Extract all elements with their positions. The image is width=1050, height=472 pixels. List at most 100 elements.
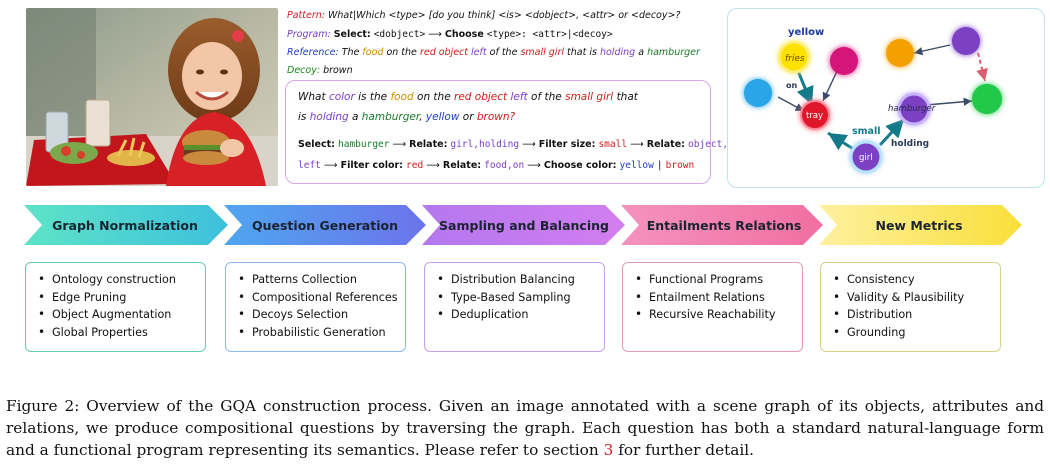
program-label: Program: <box>287 29 331 40</box>
stage-label-new-metrics: New Metrics <box>875 218 963 233</box>
list-item: Ontology construction <box>38 271 199 289</box>
step-brown: brown <box>665 160 695 171</box>
pattern-text: What|Which <type> [do you think] <is> <d… <box>328 10 681 21</box>
question-holding: holding <box>309 111 349 123</box>
step-girl-holding: girl,holding <box>450 139 520 150</box>
caption-text: Figure 2: Overview of the GQA constructi… <box>6 397 1044 459</box>
question-word: on the <box>417 91 451 103</box>
stage-arrows <box>24 205 1022 245</box>
node-blue <box>744 79 772 107</box>
figure-caption: Figure 2: Overview of the GQA constructi… <box>6 395 1044 461</box>
reference-word: on the <box>386 47 417 58</box>
label-fries: fries <box>785 54 805 64</box>
edge-hamburger-green <box>925 97 973 106</box>
node-fries <box>777 40 811 74</box>
program-steps-line-1: Select: hamburger ⟶ Relate: girl,holding… <box>298 139 728 150</box>
label-hamburger: hamburger <box>888 104 936 114</box>
list-item: Patterns Collection <box>238 271 399 289</box>
stage-box-question-generation: Patterns Collection Compositional Refere… <box>225 262 406 352</box>
step-relate: Relate: <box>442 160 482 171</box>
step-red: red <box>406 160 424 171</box>
question-word: What <box>298 91 326 103</box>
list-item: Edge Pruning <box>38 289 199 307</box>
list-item: Compositional References <box>238 289 399 307</box>
question-word: is the <box>358 91 388 103</box>
arrow-icon: ⟶ <box>527 160 541 171</box>
node-purple <box>952 27 980 55</box>
step-filter-color: Filter color: <box>340 160 403 171</box>
list-item: Validity & Plausibility <box>833 289 994 307</box>
reference-small-girl: small girl <box>520 47 564 58</box>
edge-magenta-tray <box>822 68 839 102</box>
list-item: Functional Programs <box>635 271 796 289</box>
label-girl: girl <box>859 153 873 163</box>
pattern-label: Pattern: <box>287 10 325 21</box>
arrow-icon: ⟶ <box>522 139 536 150</box>
decoy-label: Decoy: <box>287 65 321 76</box>
label-holding: holding <box>891 139 929 149</box>
program-select: Select: <box>333 29 371 40</box>
question-red-object: red object <box>454 91 508 103</box>
edge-purple-orange <box>913 44 951 56</box>
list-item: Grounding <box>833 324 994 342</box>
reference-line: Reference: The food on the red object le… <box>287 47 700 58</box>
reference-holding: holding <box>599 47 636 58</box>
caption-section-link[interactable]: 3 <box>603 441 614 459</box>
question-line-1: What color is the food on the red object… <box>298 91 638 103</box>
scene-graph: yellow fries on tray small girl holding … <box>744 27 1002 174</box>
decoy-line: Decoy: brown <box>287 65 353 76</box>
node-orange <box>886 39 914 67</box>
stage-box-sampling-balancing: Distribution Balancing Type-Based Sampli… <box>424 262 605 352</box>
photo-girl-with-hamburger <box>26 8 278 186</box>
stage-label-graph-normalization: Graph Normalization <box>52 218 198 233</box>
list-item: Distribution <box>833 306 994 324</box>
arrow-icon: ⟶ <box>323 160 338 171</box>
arrow-icon: ⟶ <box>630 139 644 150</box>
list-item: Decoys Selection <box>238 306 399 324</box>
program-choose: Choose <box>444 29 484 40</box>
reference-word: The <box>341 47 360 58</box>
caption-text-end: for further detail. <box>613 441 755 459</box>
step-left: left <box>298 160 321 171</box>
question-box: What color is the food on the red object… <box>285 80 728 184</box>
list-item: Entailment Relations <box>635 289 796 307</box>
arrow-icon: ⟶ <box>426 160 440 171</box>
reference-hamburger: hamburger <box>647 47 700 58</box>
step-hamburger: hamburger <box>338 139 390 150</box>
question-word: is <box>298 111 307 123</box>
label-on: on <box>786 81 797 90</box>
stage-box-entailments-relations: Functional Programs Entailment Relations… <box>622 262 803 352</box>
question-color: color <box>328 91 355 103</box>
question-yellow: yellow <box>425 111 460 123</box>
question-brown: brown? <box>476 111 516 123</box>
question-word: that <box>616 91 638 103</box>
stage-label-sampling-balancing: Sampling and Balancing <box>439 218 609 233</box>
node-green <box>972 84 1002 114</box>
program-dobject: <dobject> <box>373 29 426 40</box>
reference-left: left <box>471 47 487 58</box>
reference-word: that is <box>567 47 597 58</box>
edge-girl-hamburger <box>878 117 906 147</box>
label-tray: tray <box>806 111 823 121</box>
step-food-on: food,on <box>484 160 525 171</box>
stage-arrow-2 <box>224 205 426 245</box>
stage-arrow-4 <box>621 205 823 245</box>
list-item: Deduplication <box>437 306 598 324</box>
node-hamburger <box>897 92 931 126</box>
step-select: Select: <box>298 139 335 150</box>
reference-word: of the <box>489 47 518 58</box>
step-small: small <box>598 139 628 150</box>
step-object: object, <box>688 139 729 150</box>
step-filter-size: Filter size: <box>538 139 596 150</box>
question-word: of the <box>531 91 562 103</box>
node-girl <box>849 140 883 174</box>
reference-food: food <box>362 47 384 58</box>
step-choose-color: Choose color: <box>543 160 617 171</box>
stage-label-question-generation: Question Generation <box>251 218 398 233</box>
stage-arrow-5 <box>819 205 1022 245</box>
step-bar: | <box>656 160 663 171</box>
list-item: Object Augmentation <box>38 306 199 324</box>
label-small: small <box>852 126 880 137</box>
question-small-girl: small girl <box>565 91 614 103</box>
question-left: left <box>510 91 528 103</box>
